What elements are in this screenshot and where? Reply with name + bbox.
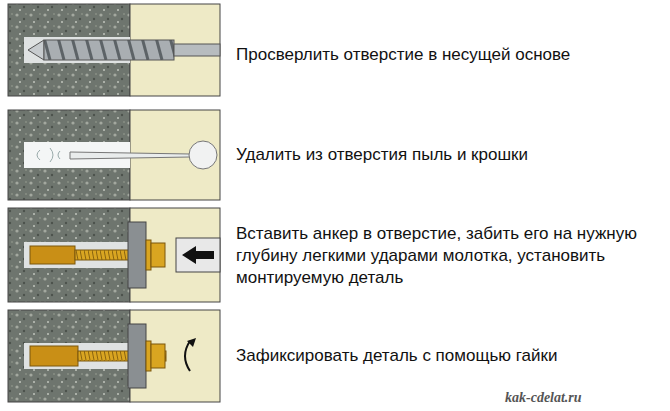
step-instruction: Зафиксировать деталь с помощью гайки [236,345,557,367]
blower-panel [8,110,220,200]
watermark: kak-cdelat.ru [505,389,582,407]
anchor-hammer-panel [8,208,220,302]
nut-fix-panel [8,310,220,402]
step-instruction: Просверлить отверстие в несущей основе [236,44,570,66]
step-instruction: Удалить из отверстия пыль и крошки [236,144,528,166]
step-instruction: Вставить анкер в отверстие, забить его н… [236,223,661,289]
drill-panel [8,4,220,96]
